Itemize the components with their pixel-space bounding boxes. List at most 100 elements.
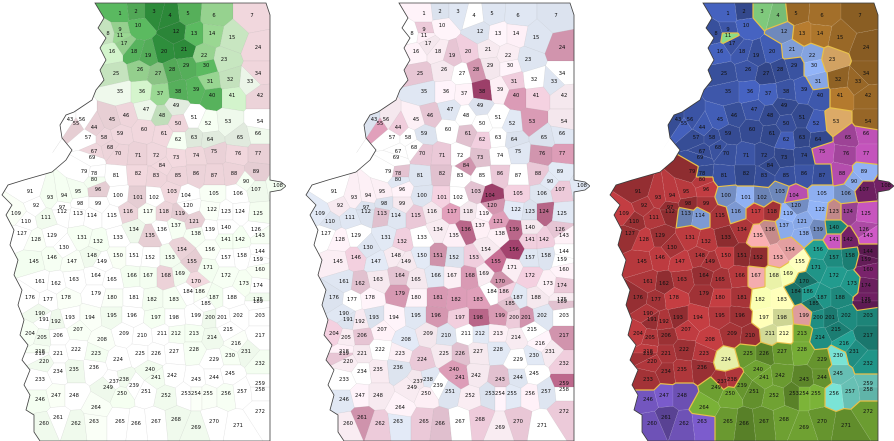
region-242[interactable] <box>466 363 491 389</box>
region-41[interactable] <box>525 86 551 112</box>
region-224[interactable] <box>105 345 132 372</box>
region-253[interactable] <box>175 381 192 412</box>
region-30[interactable] <box>499 59 523 77</box>
region-41[interactable] <box>221 86 247 112</box>
region-33[interactable] <box>239 65 262 96</box>
region-95[interactable] <box>370 177 393 200</box>
region-80[interactable] <box>387 176 410 189</box>
region-266[interactable] <box>429 405 453 441</box>
region-265[interactable] <box>714 407 739 441</box>
region-224[interactable] <box>409 345 436 372</box>
region-95[interactable] <box>66 177 89 200</box>
region-60[interactable] <box>435 119 460 145</box>
region-253[interactable] <box>479 381 496 412</box>
region-12[interactable] <box>460 21 491 45</box>
region-263[interactable] <box>83 413 108 441</box>
region-156[interactable] <box>195 239 221 260</box>
region-39[interactable] <box>185 75 206 105</box>
region-60[interactable] <box>131 119 156 145</box>
region-30[interactable] <box>195 59 219 77</box>
region-255[interactable] <box>505 383 522 411</box>
region-269[interactable] <box>786 410 819 441</box>
region-266[interactable] <box>125 405 149 441</box>
region-47[interactable] <box>436 99 462 121</box>
region-157[interactable] <box>214 248 236 268</box>
region-1[interactable] <box>94 2 130 23</box>
region-222[interactable] <box>673 339 697 362</box>
region-100[interactable] <box>106 184 130 208</box>
region-185[interactable] <box>193 296 217 313</box>
region-267[interactable] <box>752 405 777 441</box>
region-256[interactable] <box>216 382 237 412</box>
region-1[interactable] <box>702 2 738 23</box>
region-138[interactable] <box>486 226 510 249</box>
region-196[interactable] <box>425 305 449 328</box>
region-265[interactable] <box>106 407 131 441</box>
region-240[interactable] <box>134 359 164 381</box>
region-111[interactable] <box>35 207 58 230</box>
region-221[interactable] <box>656 344 677 364</box>
region-12[interactable] <box>156 21 187 45</box>
region-243[interactable] <box>791 364 814 388</box>
region-100[interactable] <box>410 184 434 208</box>
region-221[interactable] <box>352 344 373 364</box>
region-148[interactable] <box>687 245 710 269</box>
region-240[interactable] <box>438 359 468 381</box>
region-95[interactable] <box>674 177 697 200</box>
region-231[interactable] <box>541 339 565 369</box>
region-151[interactable] <box>429 242 448 267</box>
region-255[interactable] <box>201 383 218 411</box>
region-148[interactable] <box>79 245 102 269</box>
region-157[interactable] <box>822 248 844 268</box>
region-221[interactable] <box>48 344 69 364</box>
region-41[interactable] <box>829 86 855 112</box>
region-74[interactable] <box>185 146 208 166</box>
region-185[interactable] <box>497 296 521 313</box>
region-157[interactable] <box>518 248 540 268</box>
region-267[interactable] <box>448 405 473 441</box>
region-243[interactable] <box>183 364 206 388</box>
region-151[interactable] <box>125 242 144 267</box>
region-267[interactable] <box>144 405 169 441</box>
region-170[interactable] <box>489 271 515 289</box>
region-156[interactable] <box>499 239 525 260</box>
region-60[interactable] <box>739 119 764 145</box>
region-1[interactable] <box>398 2 434 23</box>
region-255[interactable] <box>809 383 826 411</box>
region-111[interactable] <box>339 207 362 230</box>
region-90[interactable] <box>539 170 560 192</box>
region-90[interactable] <box>235 170 256 192</box>
region-222[interactable] <box>369 339 393 362</box>
region-74[interactable] <box>489 146 512 166</box>
region-243[interactable] <box>487 364 510 388</box>
region-138[interactable] <box>182 226 206 249</box>
region-231[interactable] <box>237 339 261 369</box>
region-47[interactable] <box>132 99 158 121</box>
region-81[interactable] <box>408 163 433 187</box>
region-47[interactable] <box>740 99 766 121</box>
region-142[interactable] <box>536 225 556 250</box>
region-170[interactable] <box>185 271 211 289</box>
region-242[interactable] <box>770 363 795 389</box>
region-39[interactable] <box>489 75 510 105</box>
region-81[interactable] <box>104 163 129 187</box>
region-256[interactable] <box>824 382 845 412</box>
region-222[interactable] <box>65 339 89 362</box>
region-111[interactable] <box>643 207 666 230</box>
region-269[interactable] <box>482 410 515 441</box>
region-263[interactable] <box>387 413 412 441</box>
region-74[interactable] <box>793 146 816 166</box>
region-80[interactable] <box>83 176 106 189</box>
region-148[interactable] <box>383 245 406 269</box>
region-196[interactable] <box>121 305 145 328</box>
region-33[interactable] <box>543 65 566 96</box>
region-142[interactable] <box>232 225 252 250</box>
region-label: 177 <box>651 297 661 303</box>
region-265[interactable] <box>410 407 435 441</box>
region-269[interactable] <box>178 410 211 441</box>
region-266[interactable] <box>733 405 757 441</box>
region-242[interactable] <box>162 363 187 389</box>
region-263[interactable] <box>691 413 716 441</box>
region-256[interactable] <box>520 382 541 412</box>
region-253[interactable] <box>783 381 800 412</box>
